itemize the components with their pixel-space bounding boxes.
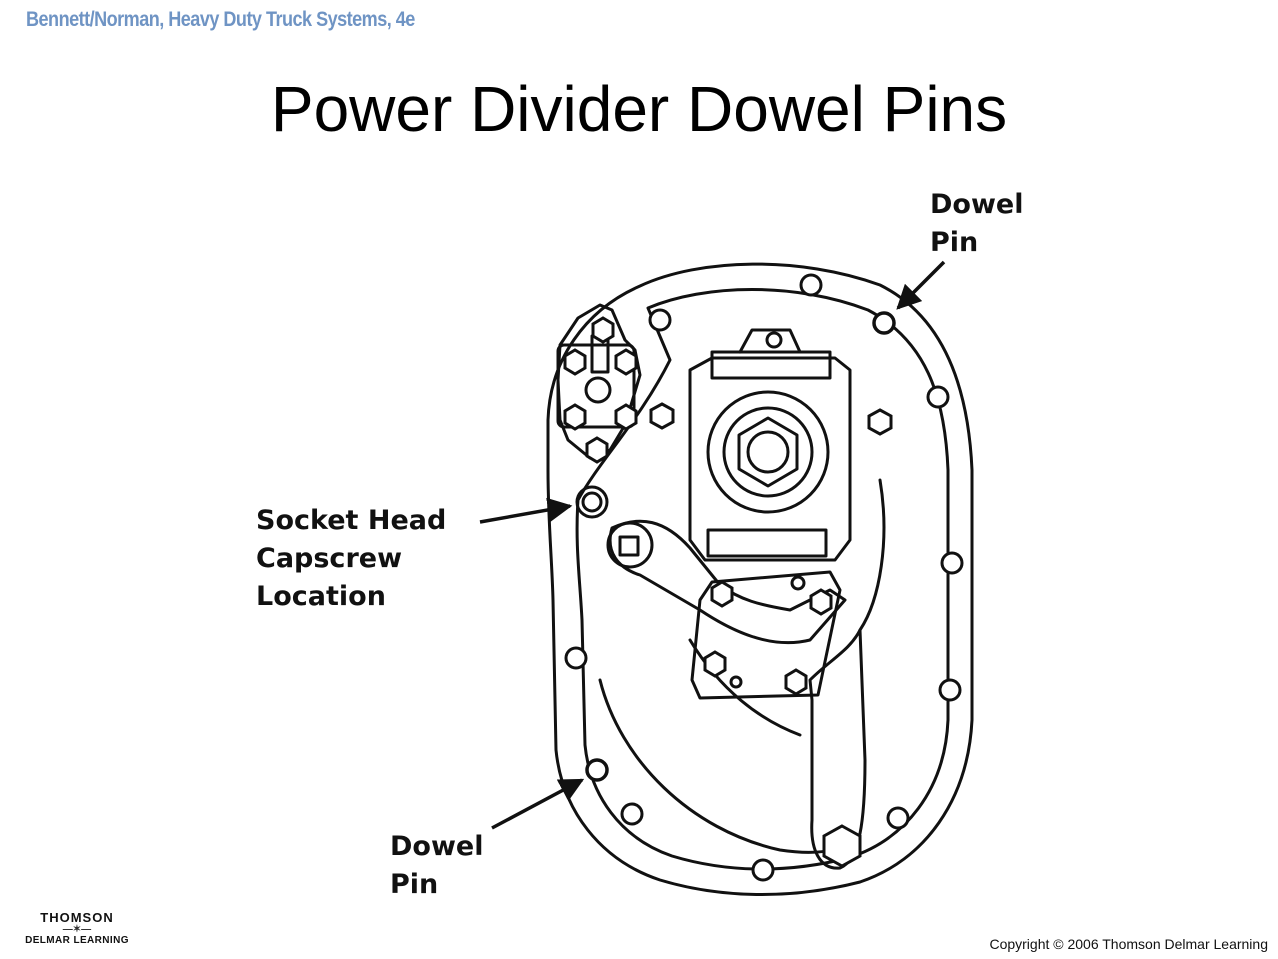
hub-ring-outer (706, 390, 830, 514)
hex-bolt-icon (809, 588, 833, 616)
hex-bolt-icon (585, 436, 609, 464)
bolt-hole-icon (584, 376, 612, 404)
lever-pivot-square (618, 535, 640, 557)
hex-bolt-icon (784, 668, 808, 696)
arrow-icon (896, 260, 946, 310)
slide-title: Power Divider Dowel Pins (270, 73, 1008, 145)
star-icon: —✶— (62, 924, 92, 935)
bolt-hole-icon (926, 385, 950, 409)
bolt-holes (564, 273, 964, 882)
copyright-notice: Copyright © 2006 Thomson Delmar Learning (989, 936, 1268, 952)
bolt-hole-icon (790, 575, 806, 591)
bolt-hole-icon (938, 678, 962, 702)
hex-bolt-icon (614, 348, 638, 376)
shift-lever (608, 519, 847, 645)
bolt-hole-icon (799, 273, 823, 297)
label-dowel-pin-bottom: Dowel Pin (390, 831, 484, 900)
cover-cap-bottom (706, 528, 828, 558)
lever-pivot (606, 521, 654, 569)
dowel-pin-top (872, 311, 896, 335)
label-socket-head-capscrew: Socket Head Capscrew Location (256, 505, 447, 612)
hex-bolt-icon (822, 824, 862, 868)
shifter-plate (690, 570, 842, 700)
bolt-hole-icon (564, 646, 588, 670)
dowel-pin-bottom (585, 758, 609, 782)
bolt-hole-icon (886, 806, 910, 830)
hub-ring-inner (722, 406, 814, 498)
hex-bolt-icon (649, 402, 675, 430)
bolt-hole-icon (581, 491, 603, 513)
bolt-hole-icon (940, 551, 964, 575)
center-nut (737, 416, 799, 488)
course-header: Bennett/Norman, Heavy Duty Truck Systems… (26, 8, 415, 31)
housing-outline (546, 262, 974, 897)
bolt-hole-icon (648, 308, 672, 332)
publisher-logo: THOMSON —✶— DELMAR LEARNING (12, 910, 142, 946)
hex-bolt-icon (867, 408, 893, 436)
bolt-hole-icon (765, 331, 783, 349)
arrow-icon (491, 778, 585, 830)
bolt-hole-icon (729, 675, 743, 689)
arrow-icon (479, 497, 573, 524)
hex-bolt-icon (614, 403, 638, 431)
clamp-block (556, 343, 636, 429)
bolt-hole-icon (620, 802, 644, 826)
bolt-hole-icon (751, 858, 775, 882)
hex-bolt-icon (563, 403, 587, 431)
label-dowel-pin-top: Dowel Pin (930, 189, 1024, 258)
hex-bolt-icon (710, 580, 734, 608)
hex-bolt-icon (591, 316, 615, 344)
cover-cap-top (710, 350, 832, 380)
center-nut-bore (746, 430, 790, 474)
socket-head-capscrew (575, 485, 609, 519)
carrier-housing (688, 478, 886, 737)
hex-bolt-icon (563, 348, 587, 376)
cover-tab (738, 328, 802, 354)
gasket-flange (575, 288, 950, 871)
hex-bolt-icon (703, 650, 727, 678)
bearing-cover (688, 356, 852, 562)
